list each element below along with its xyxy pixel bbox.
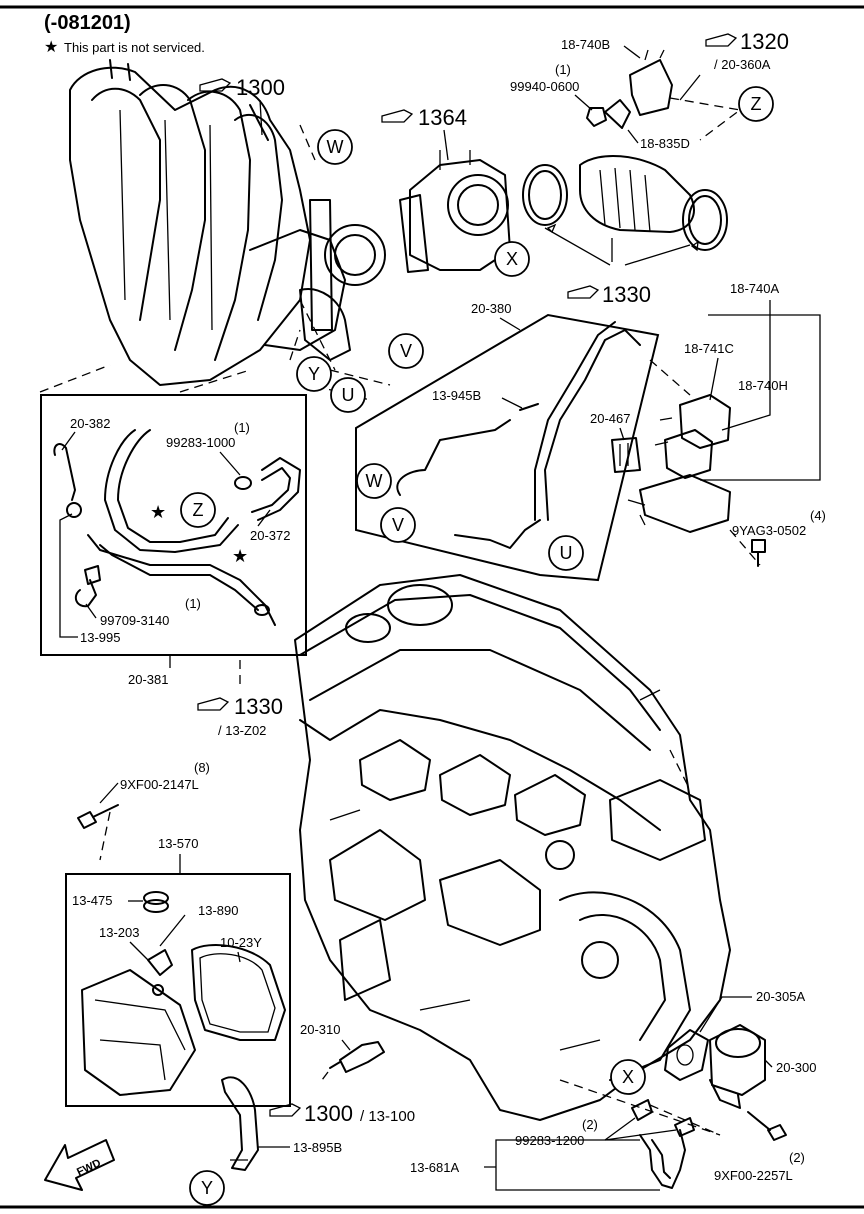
label-99283b-qty: (2) xyxy=(582,1117,598,1132)
callout-z-top-text: Z xyxy=(751,94,762,114)
callout-z-mid-text: Z xyxy=(193,500,204,520)
ref-1320-sub-text: / 20-360A xyxy=(714,57,771,72)
label-9yag3-qty: (4) xyxy=(810,508,826,523)
callout-x-bottom: X xyxy=(610,1059,646,1095)
label-9xf00-2257l: 9XF00-2257L xyxy=(714,1168,793,1183)
callout-u-mid-text: U xyxy=(560,543,573,563)
label-13-995: 13-995 xyxy=(80,630,120,645)
label-13-890: 13-890 xyxy=(198,903,238,918)
star-icon-2: ★ xyxy=(232,546,248,566)
hose-group-20-381 xyxy=(40,394,307,656)
ref-1300-bottom: 1300 / 13-100 xyxy=(269,1101,415,1126)
legend-text: This part is not serviced. xyxy=(64,40,205,55)
callout-w-top: W xyxy=(317,129,353,165)
ref-1364: 1364 xyxy=(381,105,467,161)
label-18-741c: 18-741C xyxy=(684,341,734,356)
callout-x-top: X xyxy=(494,241,530,277)
air-hose-drawing xyxy=(522,154,728,266)
label-20-380: 20-380 xyxy=(471,301,511,316)
ref-1330-mid-text: 1330 xyxy=(602,282,651,307)
ref-1330-low: 1330 / 13-Z02 xyxy=(197,694,283,738)
label-13-570: 13-570 xyxy=(158,836,198,851)
label-99709-3140: 99709-3140 xyxy=(100,613,169,628)
ref-1364-text: 1364 xyxy=(418,105,467,130)
ref-1300-bottom-sub-text: / 13-100 xyxy=(360,1108,415,1125)
callout-y-bottom: Y xyxy=(189,1170,225,1206)
label-20-300: 20-300 xyxy=(776,1060,816,1075)
label-18-740b: 18-740B xyxy=(561,37,610,52)
label-10-23y: 10-23Y xyxy=(220,935,262,950)
solenoid-group-18-740a xyxy=(627,300,821,566)
label-20-372: 20-372 xyxy=(250,528,290,543)
hose-13-895b-drawing xyxy=(221,1076,259,1171)
label-20-305a: 20-305A xyxy=(756,989,805,1004)
ref-1330-low-sub-text: / 13-Z02 xyxy=(218,723,266,738)
label-99283-1000: 99283-1000 xyxy=(166,435,235,450)
label-9xf00b-qty: (2) xyxy=(789,1150,805,1165)
callout-w-mid: W xyxy=(356,463,392,499)
ref-1300-top-text: 1300 xyxy=(236,75,285,100)
ref-1300-bottom-text: 1300 xyxy=(304,1101,353,1126)
legend-star-icon: ★ xyxy=(44,39,58,56)
bolt-9xf00a-drawing xyxy=(77,804,119,829)
label-9xf00-2147l: 9XF00-2147L xyxy=(120,777,199,792)
callout-w-top-text: W xyxy=(327,137,344,157)
label-13-203: 13-203 xyxy=(99,925,139,940)
label-13-895b: 13-895B xyxy=(293,1140,342,1155)
ref-1320-text: 1320 xyxy=(740,29,789,54)
label-18-740h: 18-740H xyxy=(738,378,788,393)
callout-x-top-text: X xyxy=(506,249,518,269)
label-18-835d: 18-835D xyxy=(640,136,690,151)
callout-u-mid: U xyxy=(548,535,584,571)
label-9yag3-0502: 9YAG3-0502 xyxy=(732,523,806,538)
label-99709-qty: (1) xyxy=(185,596,201,611)
ref-1330-mid: 1330 xyxy=(567,282,651,307)
egr-valve-drawing xyxy=(664,1024,766,1109)
label-20-381: 20-381 xyxy=(128,672,168,687)
label-99940-qty: (1) xyxy=(555,62,571,77)
bolt-9yag3-drawing xyxy=(751,539,766,567)
solenoid-18-740b-drawing xyxy=(586,49,673,129)
cover-group-13-570 xyxy=(65,873,291,1107)
callout-y-top-text: Y xyxy=(308,364,320,384)
label-13-945b: 13-945B xyxy=(432,388,481,403)
label-20-382: 20-382 xyxy=(70,416,110,431)
callout-x-bottom-text: X xyxy=(622,1067,634,1087)
callout-v-top-text: V xyxy=(400,341,412,361)
callout-w-mid-text: W xyxy=(366,471,383,491)
label-99283a-qty: (1) xyxy=(234,420,250,435)
callout-z-top: Z xyxy=(738,86,774,122)
hose-13-681a-drawing xyxy=(631,1099,695,1189)
callout-u-top-text: U xyxy=(342,385,355,405)
label-99940-0600: 99940-0600 xyxy=(510,79,579,94)
hose-group-20-380 xyxy=(355,313,660,582)
intake-manifold-drawing xyxy=(69,59,386,386)
callout-v-top: V xyxy=(388,333,424,369)
ref-1320: 1320 / 20-360A xyxy=(679,29,789,101)
callout-v-mid-text: V xyxy=(392,515,404,535)
label-13-475: 13-475 xyxy=(72,893,112,908)
callout-u-top: U xyxy=(330,377,366,413)
label-9xf00a-qty: (8) xyxy=(194,760,210,775)
label-20-310: 20-310 xyxy=(300,1022,340,1037)
fwd-arrow-icon: FWD xyxy=(44,1139,115,1191)
ref-1300-top: 1300 xyxy=(199,75,285,136)
fwd-arrow-text: FWD xyxy=(75,1157,103,1178)
spark-plug-drawing xyxy=(329,1041,385,1073)
throttle-body-drawing xyxy=(399,150,511,273)
engine-block-drawing xyxy=(294,574,731,1121)
label-13-681a: 13-681A xyxy=(410,1160,459,1175)
ref-1330-low-text: 1330 xyxy=(234,694,283,719)
callout-v-mid: V xyxy=(380,507,416,543)
label-20-467: 20-467 xyxy=(590,411,630,426)
label-18-740a: 18-740A xyxy=(730,281,779,296)
bolt-9xf00b-drawing xyxy=(747,1111,787,1141)
callout-z-mid: Z xyxy=(180,492,216,528)
callout-y-bottom-text: Y xyxy=(201,1178,213,1198)
star-icon-1: ★ xyxy=(150,502,166,522)
date-range-label: (-081201) xyxy=(44,12,131,34)
callout-y-top: Y xyxy=(296,356,332,392)
